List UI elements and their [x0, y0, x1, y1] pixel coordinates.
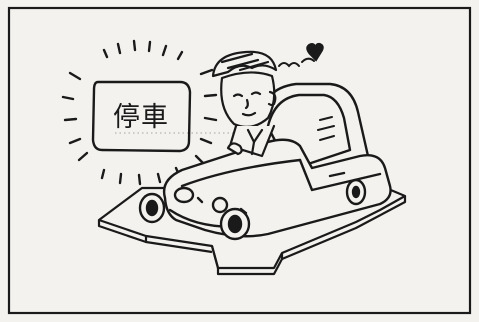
car [138, 82, 392, 241]
heart-icon [278, 42, 324, 68]
sign-box [91, 80, 192, 153]
panel-border [7, 6, 472, 315]
windshield-glare [317, 116, 335, 141]
driver [211, 50, 278, 158]
sign-label: 停車 [113, 102, 169, 133]
